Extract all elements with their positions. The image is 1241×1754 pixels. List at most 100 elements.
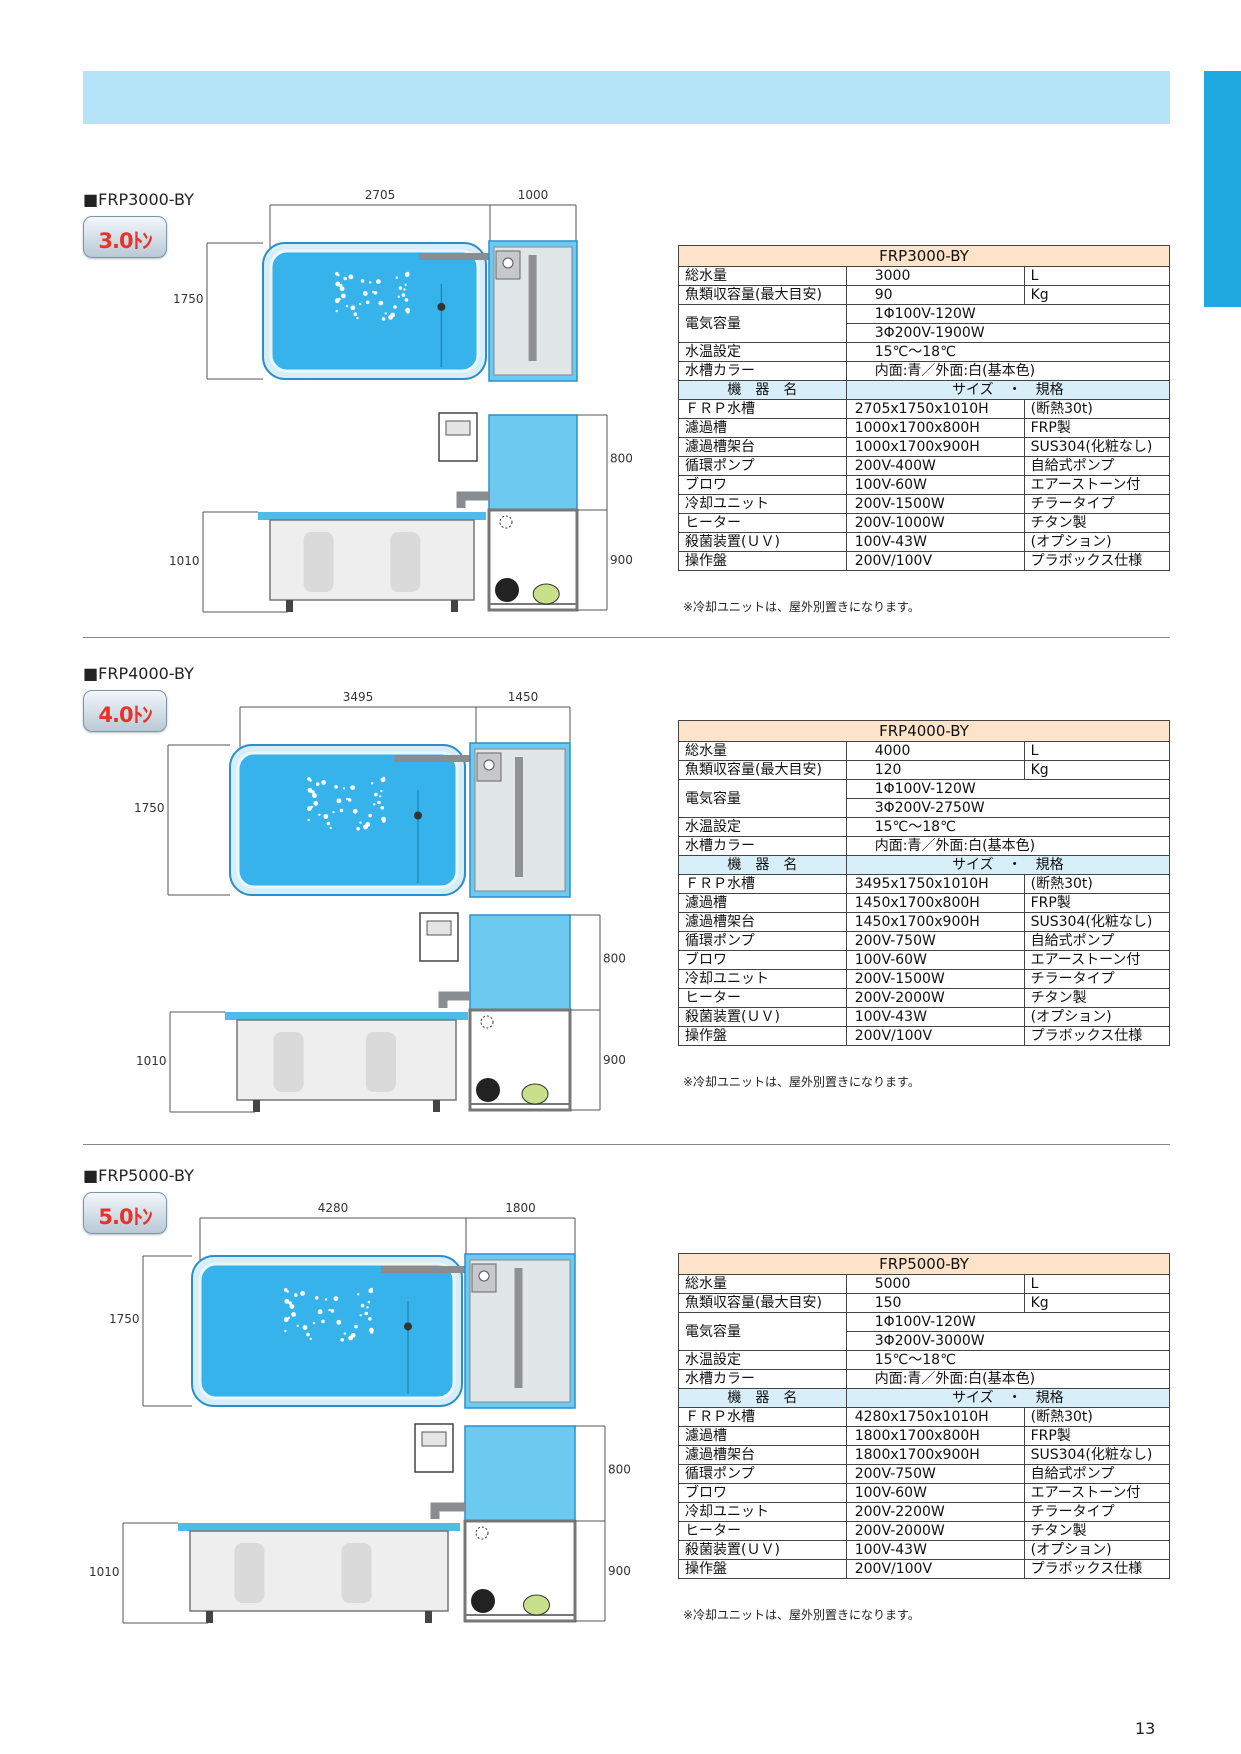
equipment-size: 2705x1750x1010H [845, 399, 1025, 419]
equipment-name: ブロワ [678, 475, 847, 495]
spec-label: 水槽カラー [678, 836, 847, 856]
heater-plan [514, 1268, 523, 1388]
air-bubble [291, 1312, 296, 1317]
control-panel-display [421, 1431, 447, 1447]
spec-unit: Kg [1023, 760, 1171, 780]
equipment-spec: チラータイプ [1023, 1502, 1171, 1522]
equipment-spec: プラボックス仕様 [1023, 1559, 1171, 1579]
air-bubble [307, 787, 313, 793]
equipment-header-name: 機 器 名 [678, 1388, 847, 1408]
tank-plan-outline [191, 1255, 463, 1407]
equipment-size: 1000x1700x900H [845, 437, 1025, 457]
air-bubble [382, 819, 386, 823]
equipment-spec: エアーストーン付 [1023, 475, 1171, 495]
equipment-size: 200V-1500W [845, 969, 1025, 989]
air-bubble [368, 1327, 374, 1333]
air-bubble [328, 1308, 331, 1312]
dim-filter-width: 1450 [508, 690, 539, 704]
spec-value: 3000 [845, 266, 1025, 286]
air-bubble [353, 312, 358, 317]
air-bubble [330, 1309, 335, 1313]
dim-stand-height: 900 [608, 1564, 631, 1578]
spec-label: 総水量 [678, 1274, 847, 1294]
section-divider [83, 637, 1170, 638]
air-bubble [307, 806, 312, 811]
tank-leg [253, 1100, 260, 1112]
air-bubble [315, 782, 320, 786]
air-bubble [359, 302, 362, 306]
air-bubble [312, 793, 317, 798]
spec-value: 内面:青／外面:白(基本色) [845, 836, 1171, 856]
equipment-spec: (断熱30t) [1023, 1407, 1171, 1427]
equipment-spec: プラボックス仕様 [1023, 1026, 1171, 1046]
pump-plan [495, 250, 521, 280]
air-bubble [309, 779, 312, 782]
spec-label: 魚類収容量(最大目安) [678, 760, 847, 780]
air-bubble [336, 798, 342, 804]
spec-label: 電気容量 [678, 779, 847, 818]
dim-filter-height: 800 [610, 452, 633, 466]
tank-leg [286, 600, 293, 612]
air-bubble [339, 286, 345, 292]
spec-value: 15℃～18℃ [845, 817, 1171, 837]
air-bubble [342, 787, 346, 790]
air-bubble [340, 1338, 345, 1342]
blower [532, 583, 560, 605]
air-bubble [334, 298, 340, 304]
air-bubble [312, 1321, 316, 1325]
pump-plan-circle [502, 257, 514, 269]
spec-row: 機 器 名サイズ ・ 規格 [678, 380, 1171, 400]
air-bubble [364, 1311, 369, 1316]
air-bubble [354, 1324, 358, 1329]
section-divider [83, 1144, 1170, 1145]
air-bubble [336, 1319, 342, 1325]
air-bubble [390, 312, 395, 318]
air-bubble [368, 1317, 372, 1321]
spec-label: 魚類収容量(最大目安) [678, 1293, 847, 1313]
dim-tank-height: 1010 [169, 554, 200, 568]
equipment-spec: SUS304(化粧なし) [1023, 437, 1171, 457]
tank-panel [234, 1543, 265, 1603]
equipment-size: 1800x1700x800H [845, 1426, 1025, 1446]
footnote: ※冷却ユニットは、屋外別置きになります。 [683, 1075, 920, 1089]
spec-label: 電気容量 [678, 1312, 847, 1351]
air-bubble [335, 271, 339, 276]
pipe [394, 755, 475, 762]
spec-row: FRP4000-BY [678, 720, 1170, 742]
air-bubble [307, 818, 310, 822]
spec-value: 4000 [845, 741, 1025, 761]
equipment-size: 1800x1700x900H [845, 1445, 1025, 1465]
spec-unit: Kg [1023, 1293, 1171, 1313]
control-panel-display [445, 420, 471, 436]
filter-plan-inner [493, 246, 573, 376]
air-bubble [356, 827, 360, 831]
air-bubble [377, 800, 381, 805]
equipment-size: 200V-1000W [845, 513, 1025, 533]
filter-tank-side [469, 914, 571, 1011]
equipment-size: 4280x1750x1010H [845, 1407, 1025, 1427]
tank-panel [390, 532, 421, 592]
tank-leg [425, 1611, 432, 1623]
tank-rim [258, 512, 486, 520]
tank-panel [273, 1032, 304, 1092]
air-bubble [345, 797, 349, 801]
equipment-size: 100V-43W [845, 1540, 1025, 1560]
equipment-spec: チタン製 [1023, 1521, 1171, 1541]
dim-stand-height: 900 [610, 553, 633, 567]
spec-row: 水槽カラー内面:青／外面:白(基本色) [678, 1369, 1171, 1389]
air-bubble [393, 305, 397, 309]
spec-value: 15℃～18℃ [845, 1350, 1171, 1370]
circulation-pump [471, 1589, 495, 1613]
air-bubble [317, 1309, 323, 1315]
tank-panel [365, 1032, 396, 1092]
